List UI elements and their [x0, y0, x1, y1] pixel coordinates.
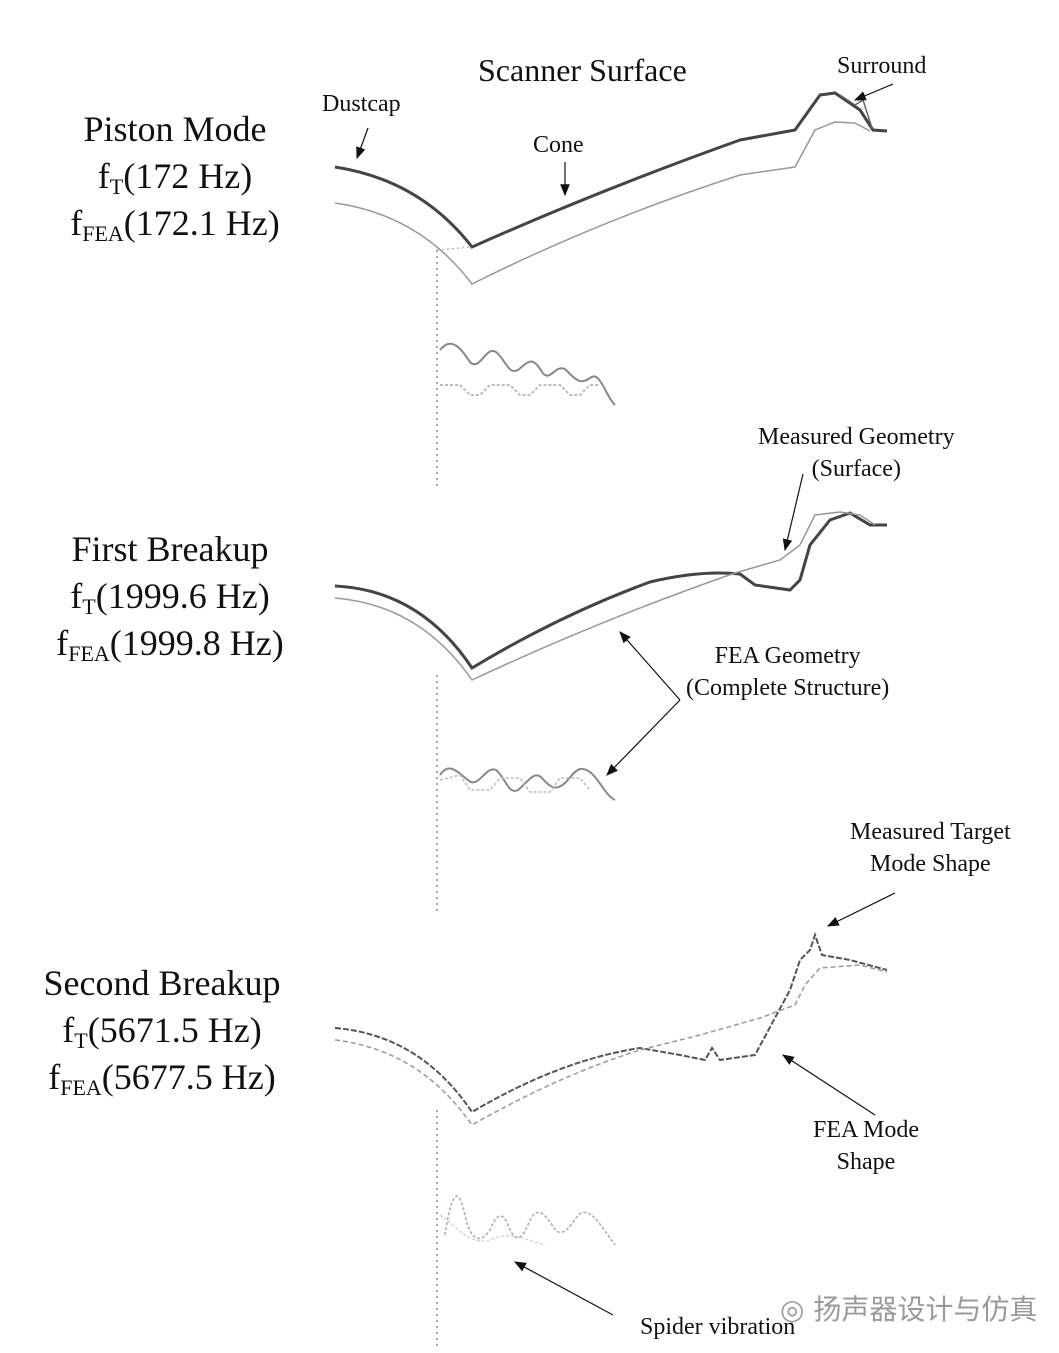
annotation-surround: Surround [837, 53, 927, 79]
annotation-cone: Cone [533, 132, 584, 158]
mode-name: First Breakup [71, 529, 269, 569]
first-spider-measured [439, 767, 616, 801]
annotation-measured-geometry: Measured Geometry(Surface) [758, 424, 955, 482]
arrow-fea-geometry-1 [619, 631, 681, 701]
piston-dashed-link [436, 246, 473, 251]
arrow-surround [853, 83, 894, 101]
watermark: ◎ 扬声器设计与仿真 [780, 1293, 1038, 1326]
second-spider-curve [444, 1195, 616, 1246]
arrow-measured-target [826, 892, 896, 927]
piston-spider-measured [439, 342, 616, 406]
ft-value: fT(172 Hz) [97, 156, 253, 199]
figure-title: Scanner Surface [478, 52, 687, 88]
piston-measured-curve [334, 91, 888, 249]
arrow-dustcap [356, 127, 369, 160]
piston-surround-detail [839, 94, 873, 129]
wechat-icon: ◎ [780, 1293, 805, 1326]
arrow-fea-geometry-2 [606, 699, 681, 776]
ffea-value: fFEA(172.1 Hz) [70, 203, 280, 246]
annotation-dustcap: Dustcap [322, 91, 401, 117]
arrow-fea-mode [781, 1054, 876, 1116]
piston-fea-curve [334, 121, 871, 285]
ft-value: fT(1999.6 Hz) [70, 576, 270, 619]
piston-spider-fea [440, 384, 600, 396]
second-fea-curve [334, 964, 888, 1126]
ffea-value: fFEA(1999.8 Hz) [56, 623, 284, 666]
second-spider-curve-2 [439, 1214, 546, 1246]
annotation-spider: Spider vibration [640, 1314, 796, 1340]
mode-label-first-breakup: First Breakup fT(1999.6 Hz) fFEA(1999.8 … [0, 526, 340, 667]
annotation-fea-geometry: FEA Geometry(Complete Structure) [686, 643, 890, 701]
arrow-measured-geometry [782, 473, 804, 552]
ft-value: fT(5671.5 Hz) [62, 1010, 262, 1053]
second-measured-curve [334, 931, 888, 1114]
mode-label-second-breakup: Second Breakup fT(5671.5 Hz) fFEA(5677.5… [0, 960, 332, 1101]
ffea-value: fFEA(5677.5 Hz) [48, 1057, 276, 1100]
mode-label-piston: Piston Mode fT(172 Hz) fFEA(172.1 Hz) [5, 106, 345, 247]
first-fea-curve [334, 511, 876, 681]
first-spider-fea [439, 774, 591, 793]
arrow-spider [513, 1261, 614, 1316]
first-measured-curve [334, 511, 887, 671]
mode-name: Piston Mode [83, 109, 267, 149]
mode-name: Second Breakup [43, 963, 281, 1003]
